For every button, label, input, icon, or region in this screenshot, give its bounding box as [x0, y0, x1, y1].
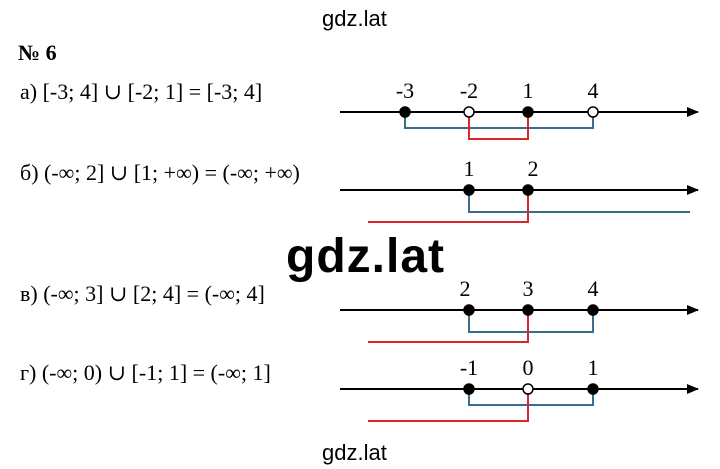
- interval-bracket-red: [468, 112, 529, 140]
- tick-label: 2: [528, 156, 539, 181]
- interval-bracket-blue: [404, 112, 594, 129]
- equation-b: б) (-∞; 2] ∪ [1; +∞) = (-∞; +∞): [20, 160, 300, 185]
- equation-a: а) [-3; 4] ∪ [-2; 1] = [-3; 4]: [20, 79, 263, 104]
- task-number: № 6: [18, 40, 57, 65]
- tick-label: 0: [523, 355, 534, 380]
- watermark-bottom: gdz.lat: [322, 440, 387, 465]
- tick-label: 2: [460, 276, 471, 301]
- point-open: [587, 106, 599, 118]
- equation-v: в) (-∞; 3] ∪ [2; 4] = (-∞; 4]: [20, 281, 265, 306]
- number-line-v: 2 3 4: [340, 276, 699, 343]
- interval-bracket-red: [368, 389, 529, 422]
- point-filled: [587, 304, 599, 316]
- point-filled: [522, 106, 534, 118]
- point-filled: [522, 304, 534, 316]
- interval-bracket-red: [368, 310, 529, 343]
- point-filled: [463, 304, 475, 316]
- interval-bracket-blue: [468, 190, 690, 213]
- equation-g: г) (-∞; 0) ∪ [-1; 1] = (-∞; 1]: [20, 360, 271, 385]
- tick-label: 3: [523, 276, 534, 301]
- tick-label: 1: [464, 156, 475, 181]
- point-open: [463, 106, 475, 118]
- tick-label: 1: [523, 78, 534, 103]
- tick-label: 4: [588, 276, 599, 301]
- interval-bracket-blue: [468, 389, 594, 406]
- watermark-middle: gdz.lat: [286, 230, 445, 283]
- tick-label: -2: [460, 78, 478, 103]
- watermark-top: gdz.lat: [322, 6, 387, 31]
- interval-bracket-red: [368, 190, 529, 223]
- point-filled: [587, 383, 599, 395]
- point-filled: [463, 184, 475, 196]
- point-filled: [463, 383, 475, 395]
- tick-label: 1: [588, 355, 599, 380]
- tick-label: -3: [396, 78, 414, 103]
- number-line-g: -1 0 1: [340, 355, 699, 422]
- tick-label: 4: [588, 78, 599, 103]
- number-line-a: -3 -2 1 4: [340, 78, 699, 140]
- tick-label: -1: [460, 355, 478, 380]
- point-filled: [522, 184, 534, 196]
- interval-bracket-blue: [468, 310, 594, 333]
- point-filled: [399, 106, 411, 118]
- number-line-b: 1 2: [340, 156, 699, 223]
- point-open: [522, 383, 534, 395]
